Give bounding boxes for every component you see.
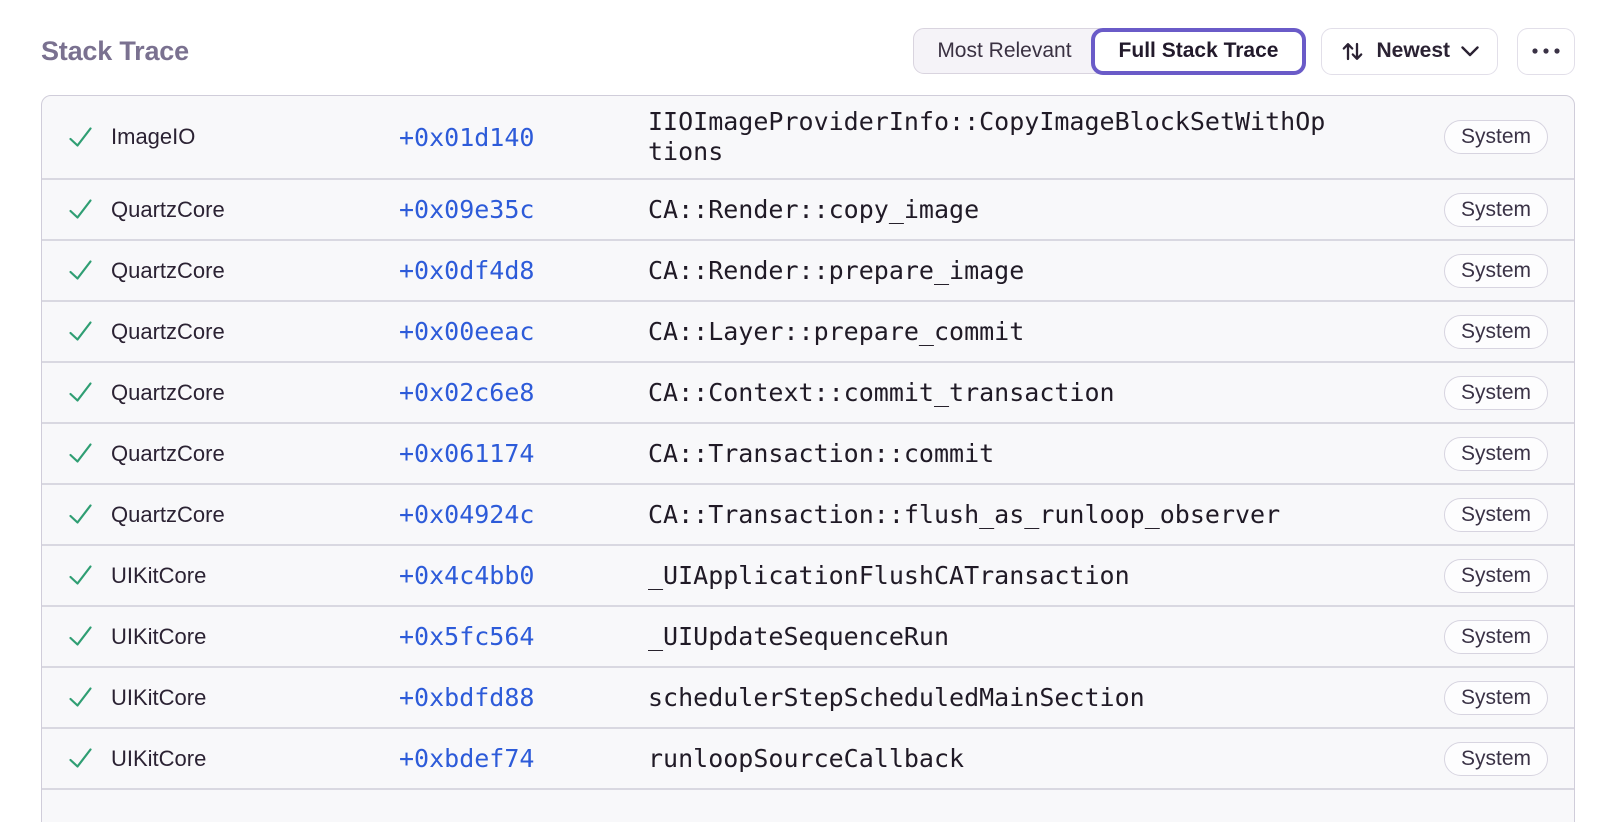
toolbar: Most Relevant Full Stack Trace Newest — [913, 27, 1575, 75]
frame-tag-badge: System — [1443, 558, 1548, 593]
stack-frame-row[interactable]: UIKitCore +0xbdef74 runloopSourceCallbac… — [42, 727, 1574, 788]
frame-module: QuartzCore — [111, 379, 225, 405]
more-options-button[interactable] — [1517, 27, 1575, 75]
frame-tag-badge: System — [1443, 680, 1548, 715]
check-icon — [67, 124, 94, 151]
stack-frame-row[interactable]: QuartzCore +0x09e35c CA::Render::copy_im… — [42, 178, 1574, 239]
frame-function: CA::Render::copy_image — [648, 194, 980, 224]
check-icon — [67, 623, 94, 650]
frame-tag-badge: System — [1443, 741, 1548, 776]
check-icon — [67, 562, 94, 589]
view-toggle-full-stack-trace[interactable]: Full Stack Trace — [1090, 27, 1307, 75]
stack-trace-list: ImageIO +0x01d140 IIOImageProviderInfo::… — [41, 95, 1575, 822]
page-title: Stack Trace — [41, 35, 189, 66]
frame-tag-badge: System — [1443, 253, 1548, 288]
stack-frame-row[interactable]: QuartzCore +0x0df4d8 CA::Render::prepare… — [42, 239, 1574, 300]
chevron-down-icon — [1461, 45, 1479, 57]
frame-function: runloopSourceCallback — [648, 743, 965, 773]
frame-tag-badge: System — [1443, 120, 1548, 154]
frame-tag-badge: System — [1443, 436, 1548, 471]
frame-module: UIKitCore — [111, 562, 207, 588]
view-toggle: Most Relevant Full Stack Trace — [913, 27, 1307, 75]
frame-function: _UIApplicationFlushCATransaction — [648, 560, 1130, 590]
check-icon — [67, 257, 94, 284]
frame-address-link[interactable]: +0x04924c — [399, 500, 535, 529]
stack-frame-row[interactable]: QuartzCore +0x04924c CA::Transaction::fl… — [42, 483, 1574, 544]
sort-label: Newest — [1376, 39, 1450, 62]
frame-module: QuartzCore — [111, 501, 225, 527]
frame-module: UIKitCore — [111, 623, 207, 649]
stack-frame-row[interactable]: QuartzCore +0x061174 CA::Transaction::co… — [42, 422, 1574, 483]
frame-module: QuartzCore — [111, 318, 225, 344]
frame-module: QuartzCore — [111, 196, 225, 222]
sort-button[interactable]: Newest — [1321, 27, 1498, 75]
stack-trace-header: Stack Trace Most Relevant Full Stack Tra… — [41, 27, 1575, 75]
frame-address-link[interactable]: +0xbdfd88 — [399, 683, 535, 712]
stack-frame-row[interactable]: QuartzCore +0x00eeac CA::Layer::prepare_… — [42, 300, 1574, 361]
frame-function: _UIUpdateSequenceRun — [648, 621, 950, 651]
stack-frame-row[interactable]: UIKitCore +0xbdfd88 schedulerStepSchedul… — [42, 666, 1574, 727]
check-icon — [67, 745, 94, 772]
frame-module: UIKitCore — [111, 684, 207, 710]
check-icon — [67, 196, 94, 223]
frame-function: IIOImageProviderInfo::CopyImageBlockSetW… — [648, 107, 1326, 166]
check-icon — [67, 379, 94, 406]
frame-address-link[interactable]: +0x4c4bb0 — [399, 561, 535, 590]
sort-arrows-icon — [1340, 39, 1365, 64]
frame-function: CA::Transaction::flush_as_runloop_observ… — [648, 499, 1281, 529]
frame-tag-badge: System — [1443, 497, 1548, 532]
frame-address-link[interactable]: +0x02c6e8 — [399, 378, 535, 407]
check-icon — [67, 501, 94, 528]
stack-frame-row[interactable]: QuartzCore +0x02c6e8 CA::Context::commit… — [42, 361, 1574, 422]
frame-tag-badge: System — [1443, 192, 1548, 227]
frame-address-link[interactable]: +0x01d140 — [399, 122, 535, 152]
frame-function: CA::Layer::prepare_commit — [648, 316, 1025, 346]
frame-module: ImageIO — [111, 124, 196, 149]
ellipsis-icon — [1531, 47, 1561, 55]
frame-address-link[interactable]: +0x5fc564 — [399, 622, 535, 651]
frame-module: QuartzCore — [111, 257, 225, 283]
frame-function: CA::Render::prepare_image — [648, 255, 1025, 285]
stack-frame-row-partial — [42, 788, 1574, 822]
view-toggle-most-relevant[interactable]: Most Relevant — [913, 28, 1109, 74]
check-icon — [67, 684, 94, 711]
stack-frame-row[interactable]: UIKitCore +0x4c4bb0 _UIApplicationFlushC… — [42, 544, 1574, 605]
frame-function: CA::Context::commit_transaction — [648, 377, 1115, 407]
check-icon — [67, 440, 94, 467]
stack-frame-row[interactable]: UIKitCore +0x5fc564 _UIUpdateSequenceRun… — [42, 605, 1574, 666]
frame-address-link[interactable]: +0x061174 — [399, 439, 535, 468]
check-icon — [67, 318, 94, 345]
frame-address-link[interactable]: +0x00eeac — [399, 317, 535, 346]
frame-tag-badge: System — [1443, 314, 1548, 349]
frame-address-link[interactable]: +0x0df4d8 — [399, 256, 535, 285]
frame-module: UIKitCore — [111, 745, 207, 771]
stack-frame-row[interactable]: ImageIO +0x01d140 IIOImageProviderInfo::… — [42, 96, 1574, 178]
frame-tag-badge: System — [1443, 619, 1548, 654]
frame-tag-badge: System — [1443, 375, 1548, 410]
frame-address-link[interactable]: +0xbdef74 — [399, 744, 535, 773]
frame-function: schedulerStepScheduledMainSection — [648, 682, 1145, 712]
frame-function: CA::Transaction::commit — [648, 438, 995, 468]
frame-module: QuartzCore — [111, 440, 225, 466]
frame-address-link[interactable]: +0x09e35c — [399, 195, 535, 224]
